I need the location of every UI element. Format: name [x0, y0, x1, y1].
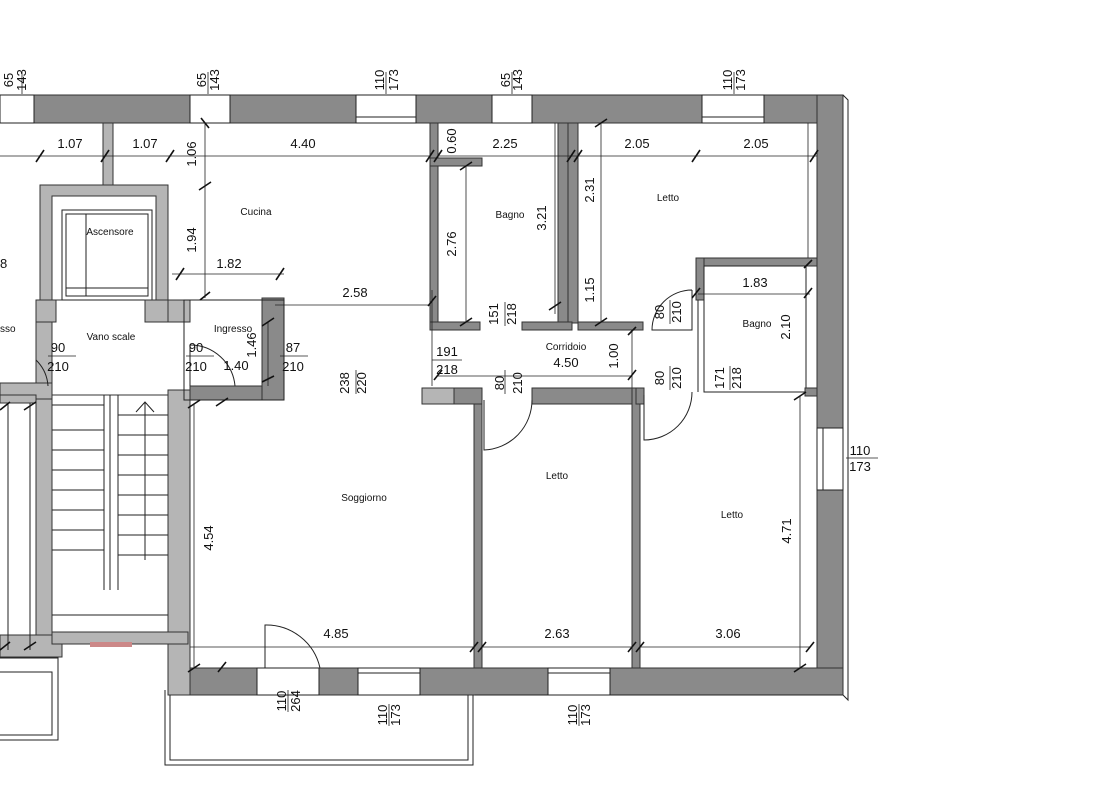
door-a-width: 90	[51, 340, 65, 355]
dim-2-05-a: 2.05	[624, 136, 649, 151]
room-letto-1: Letto	[657, 193, 680, 204]
dim-2-10: 2.10	[778, 314, 793, 339]
door-g-height: 210	[669, 301, 684, 323]
door-d-height: 220	[354, 372, 369, 394]
door-f-width: 151	[486, 303, 501, 325]
room-ascensore: Ascensore	[86, 227, 134, 238]
win-4-width: 65	[498, 73, 513, 87]
win-1-width: 65	[1, 73, 16, 87]
room-bagno-1: Bagno	[496, 210, 525, 221]
door-g-width: 80	[652, 305, 667, 319]
dim-2-05-b: 2.05	[743, 136, 768, 151]
dim-2-63: 2.63	[544, 626, 569, 641]
win-8-height: 173	[388, 704, 403, 726]
dim-1-15: 1.15	[582, 277, 597, 302]
door-h-width: 80	[492, 376, 507, 390]
dim-1-40: 1.40	[223, 358, 248, 373]
dim-1-46: 1.46	[244, 332, 259, 357]
dim-2-31: 2.31	[582, 177, 597, 202]
win-9-height: 173	[578, 704, 593, 726]
door-b-width: 90	[189, 340, 203, 355]
dim-4-71: 4.71	[779, 518, 794, 543]
dim-0-60: 0.60	[444, 128, 459, 153]
dim-1-06: 1.06	[184, 141, 199, 166]
dimension-texts: 1.07 1.07 4.40 2.25 2.05 2.05 1.82 2.58 …	[0, 128, 794, 641]
dim-4-54: 4.54	[201, 525, 216, 550]
win-4-height: 143	[510, 69, 525, 91]
door-c-height: 210	[282, 359, 304, 374]
win-5-width: 110	[720, 70, 735, 91]
room-letto-3: Letto	[721, 510, 744, 521]
win-3-width: 110	[372, 70, 387, 91]
room-cucina: Cucina	[240, 207, 272, 218]
dim-8-cut: 8	[0, 256, 7, 271]
dim-4-50: 4.50	[553, 355, 578, 370]
door-f-height: 218	[504, 303, 519, 325]
dim-1-07-b: 1.07	[132, 136, 157, 151]
dim-1-07-a: 1.07	[57, 136, 82, 151]
room-letto-2: Letto	[546, 471, 569, 482]
door-i-width: 80	[652, 371, 667, 385]
dim-1-83: 1.83	[742, 275, 767, 290]
win-2-height: 143	[207, 69, 222, 91]
room-ingresso-cut: sso	[0, 324, 16, 335]
door-e-height: 218	[436, 362, 458, 377]
win-6-height: 173	[849, 459, 871, 474]
room-corridoio: Corridoio	[546, 342, 587, 353]
room-labels: Cucina Ascensore Vano scale Ingresso sso…	[0, 193, 772, 521]
door-b-height: 210	[185, 359, 207, 374]
room-ingresso: Ingresso	[214, 324, 253, 335]
dim-2-76: 2.76	[444, 231, 459, 256]
door-swings	[35, 289, 805, 669]
door-j-height: 218	[729, 367, 744, 389]
dim-2-58: 2.58	[342, 285, 367, 300]
interior-walls	[0, 122, 818, 766]
windows	[0, 94, 844, 696]
dimension-lines	[0, 72, 878, 726]
room-vano-scale: Vano scale	[87, 332, 136, 343]
dim-4-40: 4.40	[290, 136, 315, 151]
win-3-height: 173	[386, 69, 401, 91]
win-1-height: 143	[14, 69, 29, 91]
door-d-width: 238	[337, 372, 352, 394]
win-9-width: 110	[565, 705, 580, 726]
dim-2-25: 2.25	[492, 136, 517, 151]
win-6-width: 110	[850, 443, 871, 458]
opening-dimensions: 65 143 65 143 110 173 65 143 110 173 110…	[1, 69, 871, 726]
dim-1-00: 1.00	[606, 343, 621, 368]
room-soggiorno: Soggiorno	[341, 493, 387, 504]
door-i-height: 210	[669, 367, 684, 389]
door-a-height: 210	[47, 359, 69, 374]
win-5-height: 173	[733, 69, 748, 91]
door-j-width: 171	[712, 367, 727, 389]
win-8-width: 110	[375, 705, 390, 726]
win-7-width: 110	[274, 691, 289, 712]
win-2-width: 65	[194, 73, 209, 87]
door-h-height: 210	[510, 372, 525, 394]
room-bagno-2: Bagno	[743, 319, 772, 330]
win-7-height: 264	[288, 690, 303, 712]
dim-1-82: 1.82	[216, 256, 241, 271]
dim-3-21: 3.21	[534, 205, 549, 230]
dim-1-94: 1.94	[184, 227, 199, 252]
dim-3-06: 3.06	[715, 626, 740, 641]
dim-4-85: 4.85	[323, 626, 348, 641]
door-c-width: 87	[286, 340, 300, 355]
door-e-width: 191	[436, 344, 458, 359]
